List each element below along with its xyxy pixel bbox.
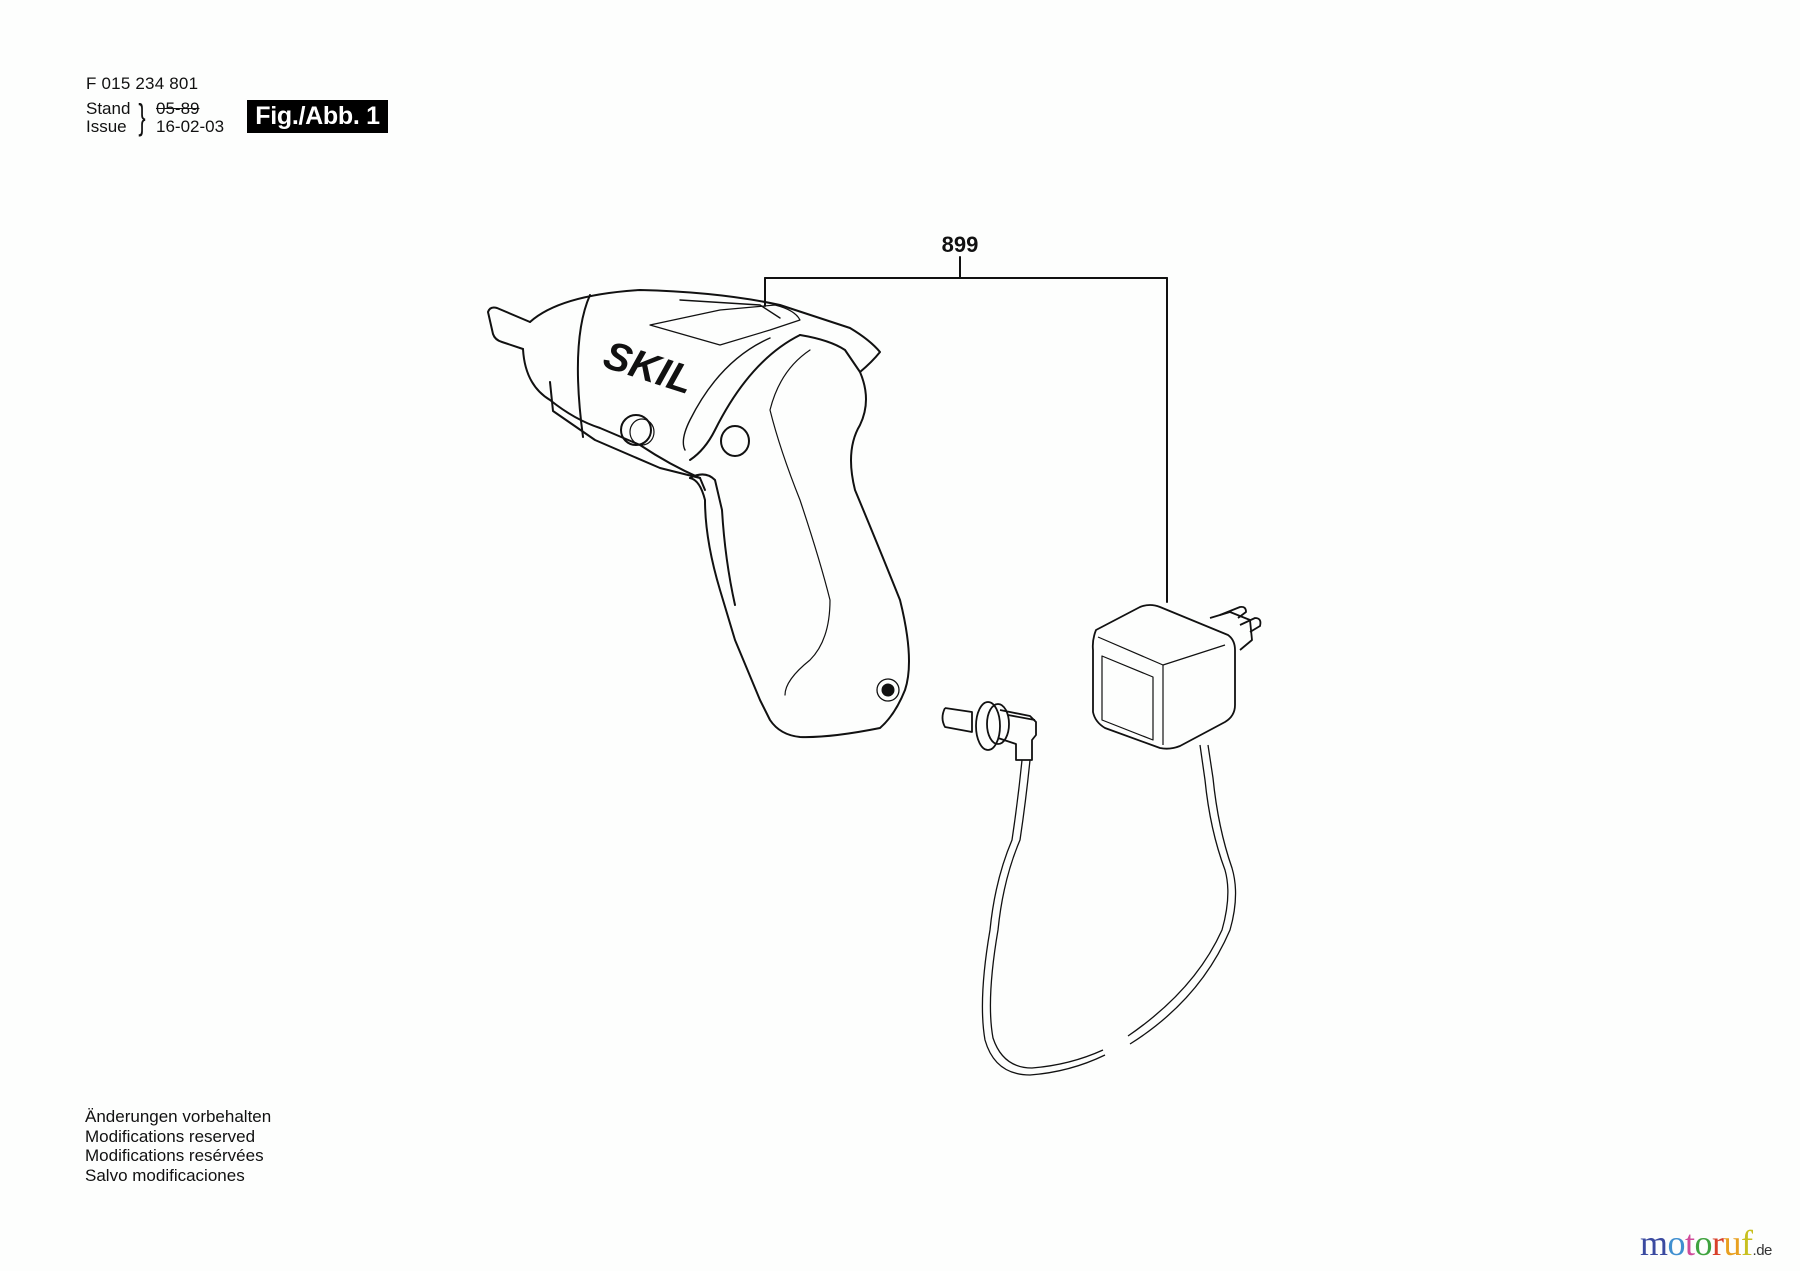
- charger-plug-connector: [941, 701, 1037, 761]
- stand-date-struck: 05-89: [156, 99, 200, 118]
- wm-letter: o: [1694, 1223, 1713, 1263]
- wm-letter: f: [1741, 1223, 1753, 1263]
- power-adapter: [1091, 604, 1262, 750]
- issue-label: Issue: [86, 117, 127, 136]
- wm-letter: u: [1723, 1223, 1742, 1263]
- reference-number-899: 899: [941, 232, 979, 257]
- wm-letter: m: [1640, 1223, 1668, 1263]
- note-german: Änderungen vorbehalten: [85, 1107, 272, 1126]
- reference-bracket: [764, 256, 1168, 603]
- skil-logo: SKIL: [598, 333, 698, 403]
- brace-symbol: }: [138, 96, 146, 137]
- note-english: Modifications reserved: [85, 1126, 256, 1146]
- note-french: Modifications resérvées: [85, 1146, 264, 1165]
- modification-notes: Änderungen vorbehalten Modifications res…: [85, 1107, 271, 1185]
- note-spanish: Salvo modificaciones: [85, 1165, 245, 1185]
- part-number: F 015 234 801: [86, 74, 199, 93]
- stand-label: Stand: [86, 99, 131, 118]
- issue-date: 16-02-03: [156, 117, 225, 136]
- motoruf-watermark: motoruf.de: [1640, 1222, 1772, 1264]
- wm-letter: r: [1712, 1223, 1724, 1263]
- wm-letter: t: [1685, 1223, 1695, 1263]
- wm-suffix: .de: [1752, 1242, 1773, 1259]
- wm-letter: o: [1667, 1223, 1686, 1263]
- screwdriver-body: [487, 289, 910, 739]
- figure-label: Fig./Abb. 1: [247, 100, 388, 133]
